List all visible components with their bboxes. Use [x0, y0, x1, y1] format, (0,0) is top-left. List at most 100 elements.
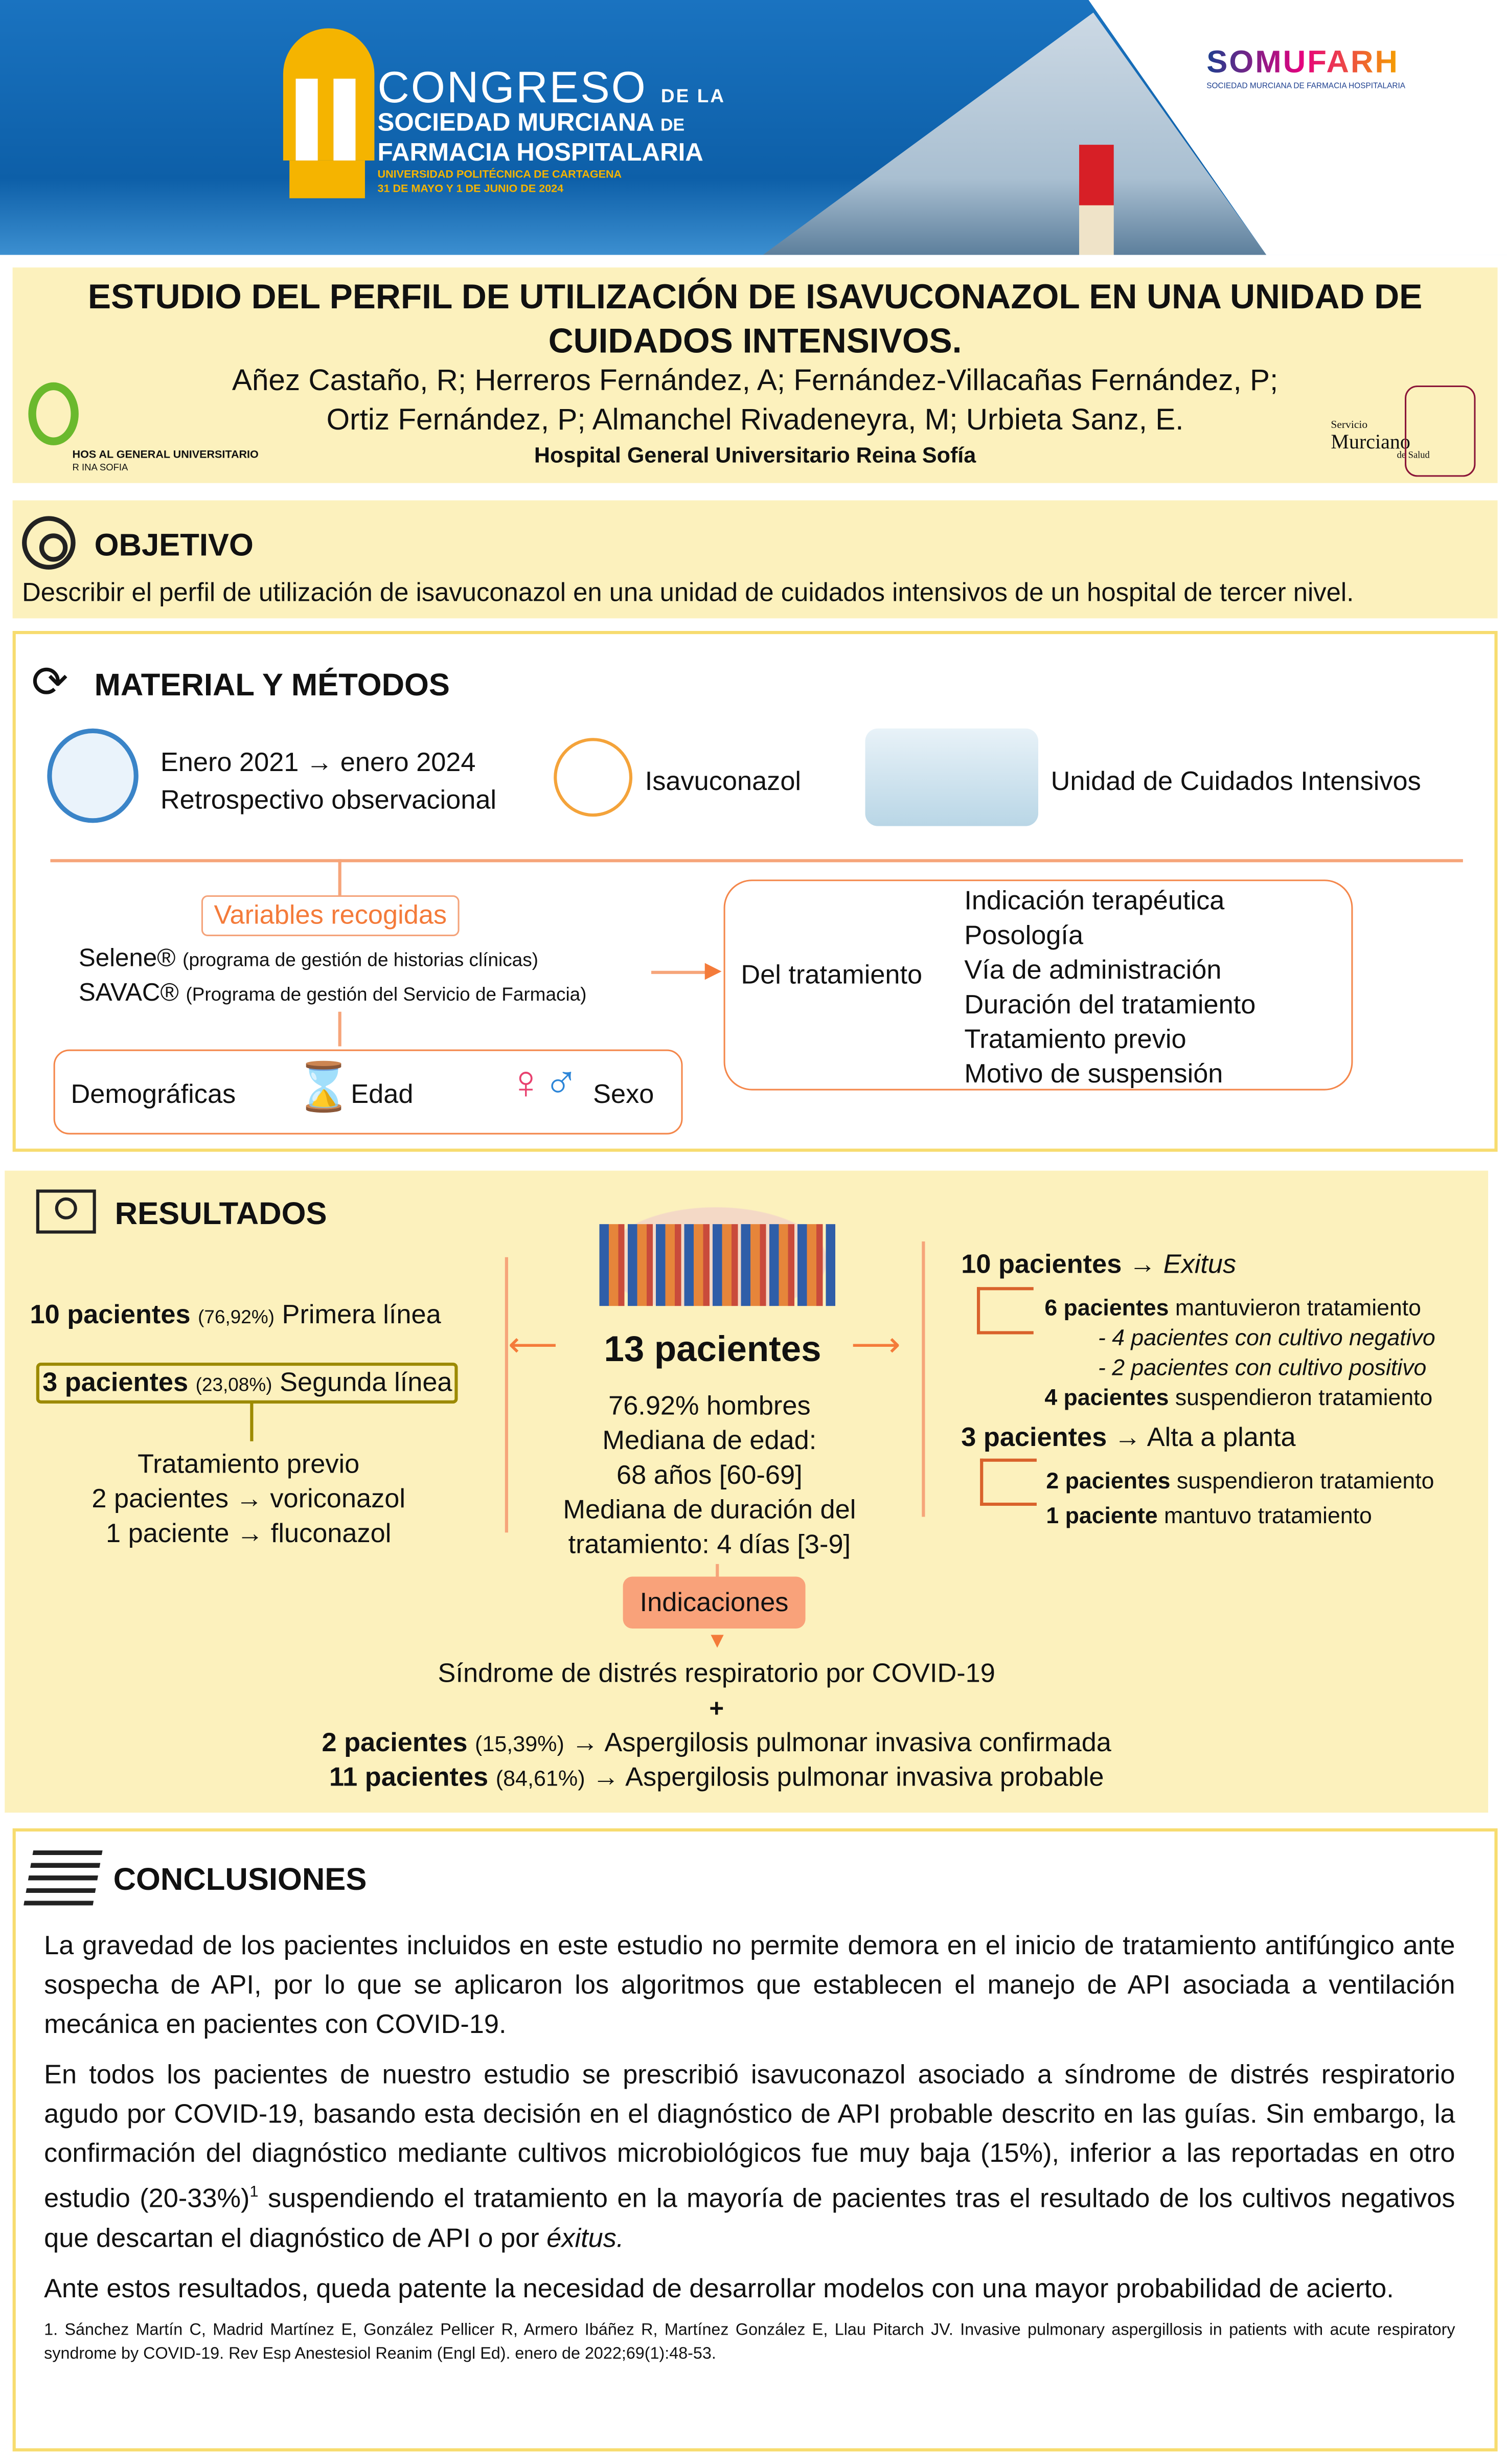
count: 2 pacientes — [322, 1727, 468, 1758]
selene-desc: (programa de gestión de historias clínic… — [182, 948, 538, 971]
presentation-chart-icon — [36, 1189, 96, 1234]
demographic-vars-box: Demográficas ⌛ Edad ♀♂ Sexo — [53, 1049, 683, 1135]
treatment-var: Tratamiento previo — [964, 1024, 1186, 1054]
sms-cross-icon — [1405, 385, 1476, 477]
metodos-heading: MATERIAL Y MÉTODOS — [94, 668, 450, 704]
unit-name: Unidad de Cuidados Intensivos — [1051, 766, 1421, 797]
previous-treatment: Tratamiento previo 2 pacientes → voricon… — [20, 1448, 476, 1551]
exitus-line: 10 pacientes → Exitus — [961, 1249, 1237, 1279]
header-banner: CONGRESO DE LA SOCIEDAD MURCIANA DE FARM… — [0, 0, 1507, 255]
label: Segunda línea — [280, 1367, 452, 1397]
congress-society-2: FARMACIA HOSPITALARIA — [377, 140, 703, 167]
congress-university: UNIVERSIDAD POLITÉCNICA DE CARTAGENA — [377, 170, 622, 181]
calendar-clock-icon — [47, 728, 139, 823]
conclusion-paragraph: En todos los pacientes de nuestro estudi… — [44, 2055, 1455, 2257]
culture-negative: - 4 pacientes con cultivo negativo — [1098, 1326, 1435, 1352]
congress-word: CONGRESO — [377, 63, 647, 112]
conclusiones-heading: CONCLUSIONES — [113, 1863, 367, 1898]
somufarh-subtitle: SOCIEDAD MURCIANA DE FARMACIA HOSPITALAR… — [1206, 82, 1406, 92]
label: → Aspergilosis pulmonar invasiva confirm… — [572, 1727, 1111, 1758]
culture-positive: - 2 pacientes con cultivo positivo — [1098, 1356, 1427, 1382]
connector-line — [338, 859, 341, 897]
arrow-down: ▼ — [706, 1626, 728, 1653]
congress-logo-towers — [295, 78, 318, 161]
variables-label: Variables recogidas — [201, 895, 460, 936]
pct: (84,61%) — [495, 1765, 585, 1791]
label: Alta a planta — [1147, 1422, 1296, 1453]
poster-title: ESTUDIO DEL PERFIL DE UTILIZACIÓN DE ISA… — [87, 277, 1423, 360]
cycle-icon: ⟳ — [31, 658, 68, 707]
count: 2 pacientes — [1046, 1470, 1171, 1495]
patient-stats: 76.92% hombres Mediana de edad: 68 años … — [524, 1389, 895, 1563]
resultados-heading: RESULTADOS — [115, 1197, 327, 1232]
label: Exitus — [1163, 1249, 1237, 1279]
demographics-label: Demográficas — [71, 1079, 236, 1110]
arrow-head: ▶ — [704, 956, 722, 982]
people-group-illustration — [574, 1192, 858, 1306]
congress-dates: 31 DE MAYO Y 1 DE JUNIO DE 2024 — [377, 184, 564, 195]
drug-name: Isavuconazol — [645, 766, 802, 797]
icu-bed-icon — [865, 728, 1039, 826]
alta-line: 3 pacientes → Alta a planta — [961, 1422, 1296, 1453]
stat: 76.92% hombres — [608, 1391, 811, 1421]
savac-desc: (Programa de gestión del Servicio de Far… — [186, 983, 587, 1006]
resultados-section: RESULTADOS 10 pacientes (76,92%) Primera… — [5, 1170, 1489, 1813]
congress-logo-square — [289, 160, 365, 198]
objetivo-section: OBJETIVO Describir el perfil de utilizac… — [12, 500, 1498, 619]
selene-line: Selene® (programa de gestión de historia… — [79, 945, 538, 974]
count: 4 pacientes — [1044, 1386, 1169, 1412]
olive-arrow — [250, 1403, 254, 1441]
savac-label: SAVAC® — [78, 980, 179, 1007]
treatment-var: Vía de administración — [964, 955, 1222, 985]
total-patients: 13 pacientes — [604, 1328, 821, 1369]
connector-line — [716, 1564, 719, 1580]
exitus-details: 6 pacientes mantuvieron tratamiento - 4 … — [1044, 1295, 1435, 1415]
previo-item: 2 pacientes → voriconazol — [92, 1483, 405, 1514]
institution: Hospital General Universitario Reina Sof… — [534, 442, 976, 467]
society-de: DE — [660, 116, 685, 135]
stat: Mediana de edad: — [602, 1426, 817, 1456]
second-line-patients: 3 pacientes (23,08%) Segunda línea — [36, 1362, 459, 1404]
count: 11 pacientes — [329, 1762, 489, 1793]
confirmed-line: 2 pacientes (15,39%) → Aspergilosis pulm… — [5, 1728, 1428, 1759]
count: 6 pacientes — [1044, 1296, 1169, 1322]
hospital-logo-icon — [28, 382, 79, 445]
banner-white-area — [1088, 0, 1507, 255]
books-icon — [23, 1850, 103, 1907]
sex-label: Sexo — [593, 1079, 654, 1110]
previo-item: 1 paciente → fluconazol — [105, 1518, 392, 1549]
indicaciones-badge: Indicaciones — [623, 1576, 806, 1629]
alta-details: 2 pacientes suspendieron tratamiento 1 p… — [1046, 1465, 1434, 1534]
label: suspendieron tratamiento — [1176, 1470, 1434, 1495]
right-divider — [922, 1241, 924, 1517]
metodos-section: ⟳ MATERIAL Y MÉTODOS Enero 2021 → enero … — [12, 630, 1498, 1152]
congress-title: CONGRESO DE LA — [378, 63, 726, 113]
label: → Aspergilosis pulmonar invasiva probabl… — [592, 1762, 1104, 1793]
text: éxitus. — [546, 2223, 624, 2253]
count: 10 pacientes — [30, 1299, 191, 1330]
stat: 68 años [60-69] — [616, 1460, 803, 1490]
treatment-var: Posología — [964, 920, 1084, 951]
congress-society: SOCIEDAD MURCIANA DE — [378, 110, 685, 138]
society-line1: SOCIEDAD MURCIANA — [377, 110, 654, 137]
label: Primera línea — [282, 1299, 441, 1330]
count: 1 paciente — [1046, 1504, 1158, 1530]
conclusion-paragraph: La gravedad de los pacientes incluidos e… — [44, 1930, 1455, 2040]
somufarh-logo: SOMUFARH — [1206, 46, 1399, 82]
conclusion-paragraph: Ante estos resultados, queda patente la … — [44, 2273, 1394, 2303]
treatment-var: Duración del tratamiento — [964, 989, 1256, 1020]
lighthouse-icon — [1079, 145, 1114, 255]
stat: Mediana de duración del — [563, 1495, 856, 1525]
previo-title: Tratamiento previo — [138, 1449, 360, 1479]
conclusiones-section: CONCLUSIONES La gravedad de los paciente… — [12, 1828, 1498, 2452]
arrow-right: ⟶ — [851, 1325, 901, 1365]
count: 3 pacientes — [42, 1367, 189, 1397]
pct: (76,92%) — [198, 1306, 275, 1328]
count: 3 pacientes — [961, 1422, 1107, 1453]
treatment-var: Motivo de suspensión — [964, 1059, 1223, 1089]
hospital-logo-text2: R INA SOFIA — [72, 464, 128, 474]
age-label: Edad — [351, 1079, 414, 1110]
label: mantuvieron tratamiento — [1175, 1296, 1422, 1322]
pct: (15,39%) — [475, 1731, 564, 1756]
treatment-vars-list: Indicación terapéutica Posología Vía de … — [964, 884, 1255, 1092]
